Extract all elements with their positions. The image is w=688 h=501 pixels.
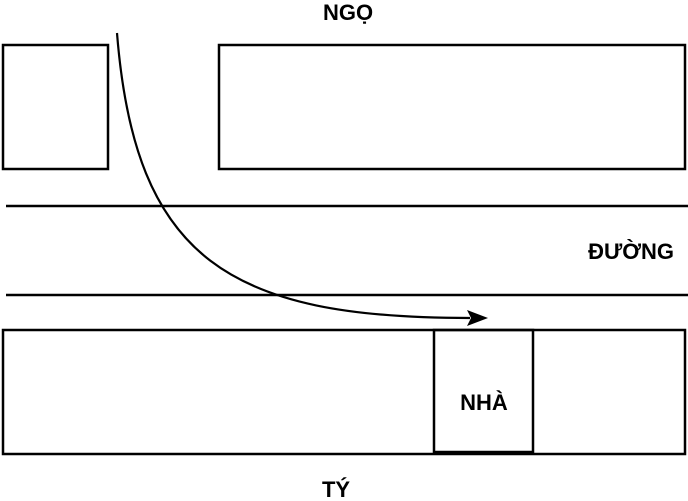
south-label: TÝ <box>322 477 350 501</box>
house-label: NHÀ <box>460 390 508 415</box>
north-label: NGỌ <box>323 0 373 25</box>
route-path <box>115 32 471 320</box>
top-left-block <box>1 43 110 171</box>
top-right-block <box>217 43 687 171</box>
street-label: ĐƯỜNG <box>588 239 674 264</box>
house-block <box>432 328 535 454</box>
route-arrowhead <box>467 310 488 326</box>
bottom-block <box>1 328 687 456</box>
